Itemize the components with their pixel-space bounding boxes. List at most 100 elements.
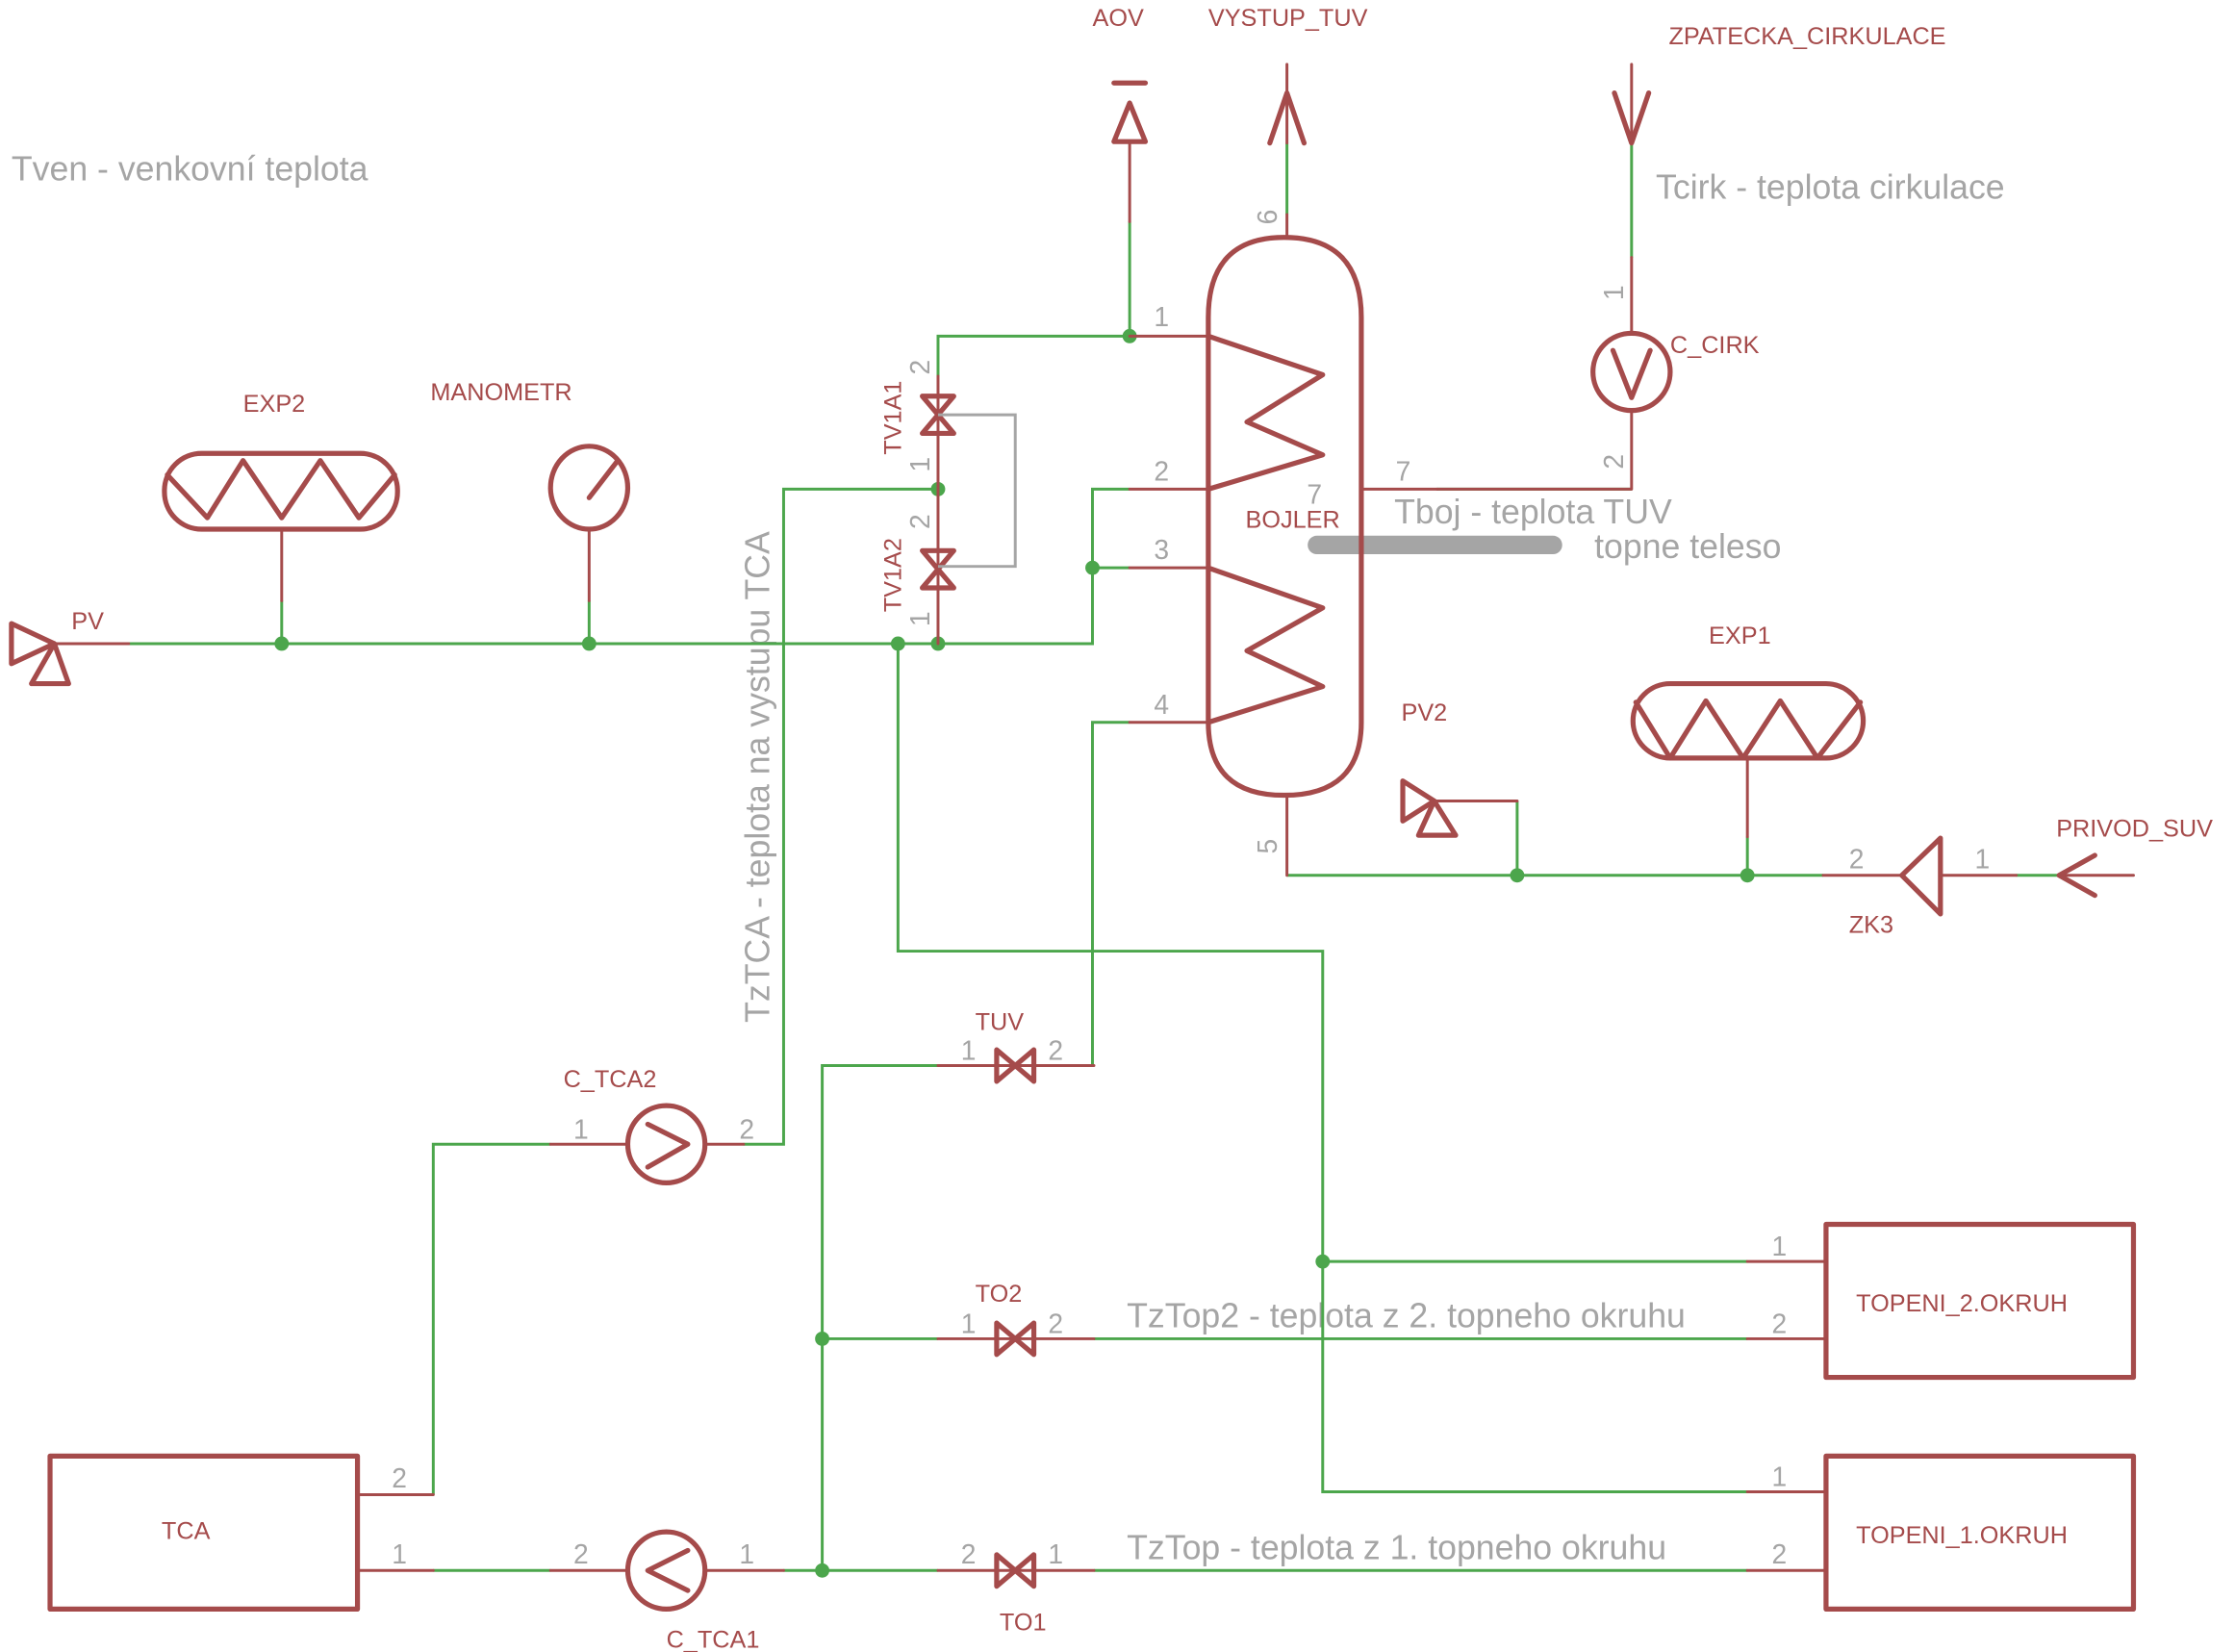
safety-valve-icon [9,621,58,667]
annotation-tztop2: TzTop2 - teplota z 2. topneho okruhu [1127,1297,1686,1335]
pin-stub [1435,409,1634,491]
pv2-safety-valve[interactable]: PV2 [1400,699,1519,838]
manometer[interactable]: MANOMETR [430,379,631,602]
label-pv2: PV2 [1402,699,1448,726]
coil-upper-icon [1206,333,1326,493]
wires [128,142,2060,1572]
arrow-left-icon [2056,852,2097,899]
valve-tv1a[interactable]: 2 1 2 1 TV1A1 TV1A2 [879,360,1017,646]
wire-return-main [896,643,1748,1493]
heating-circuit-box [1823,1221,2137,1381]
junction-dot [1315,1254,1331,1269]
junction-dot [815,1563,830,1578]
label-zk3: ZK3 [1849,911,1893,938]
pin-number: 2 [739,1113,754,1144]
pin-number: 2 [1849,843,1865,874]
junction-dot [890,636,905,651]
pin-number: 7 [1307,478,1322,509]
junction-dot [1510,868,1525,883]
pin-number: 2 [1048,1035,1063,1066]
annotation-topne-teleso: topne teleso [1594,527,1781,566]
arrow-down-icon [1612,90,1652,146]
pin-number: 1 [1975,843,1991,874]
junction-dot [1085,560,1100,575]
label-pv: PV [71,608,104,635]
junction-dot [274,636,290,651]
pump-c-tca1[interactable]: 2 1 C_TCA1 [548,1529,785,1652]
wire-tca-pin2 [431,1142,551,1495]
valve-to2[interactable]: 1 2 TO2 [936,1281,1096,1358]
pin-number: 1 [573,1113,589,1144]
label-tv1a1: TV1A1 [879,381,906,455]
safety-valve-icon [1400,778,1437,824]
label-exp1: EXP1 [1709,623,1771,649]
valve-tuv[interactable]: 1 2 TUV [936,1008,1096,1084]
wire-pin4 [1057,721,1130,1067]
label-c-cirk: C_CIRK [1670,332,1760,359]
label-topeni2: TOPENI_2.OKRUH [1856,1290,2068,1317]
valve-icon [1012,1552,1037,1589]
junction-dot [815,1332,830,1346]
safety-valve-icon [1415,798,1459,838]
junction-dot [1740,868,1755,883]
coil-lower-icon [1206,565,1326,725]
pump-c-tca2[interactable]: 1 2 C_TCA2 [548,1066,754,1186]
pin-number: 2 [1598,454,1629,470]
pin-number: 1 [1154,301,1169,332]
zigzag-icon [1633,698,1864,761]
label-vystup-tuv: VYSTUP_TUV [1208,5,1368,32]
label-tca: TCA [162,1518,211,1545]
pin-number: 2 [904,514,935,529]
valve-icon [1012,1320,1037,1358]
heating-circuit-1[interactable]: 1 2 TOPENI_1.OKRUH [1745,1453,2137,1613]
junctions [274,328,1755,1578]
zigzag-icon [165,458,397,521]
pin-number: 1 [1598,285,1629,300]
label-c-tca1: C_TCA1 [667,1627,760,1652]
annotation-tztca: TzTCA - teplota na vystupu TCA [739,531,777,1023]
pump-c-cirk[interactable]: 1 2 C_CIRK [1435,256,1760,491]
valve-icon [920,412,956,437]
boiler-bojler[interactable]: 1 2 3 4 7 7 5 BOJLER [1128,235,1439,877]
annotation-tztop: TzTop - teplota z 1. topneho okruhu [1127,1528,1666,1566]
label-manometr: MANOMETR [430,379,571,406]
pin-number: 1 [904,611,935,626]
pin-number: 2 [392,1462,407,1493]
valve-icon [920,394,956,418]
pin-number: 1 [961,1035,977,1066]
pin-number: 1 [961,1308,977,1338]
expansion-vessel-exp1[interactable]: EXP1 [1630,623,1867,839]
pin-number: 2 [1771,1538,1787,1569]
air-vent-aov[interactable]: AOV [1092,5,1149,223]
heat-source-tca[interactable]: 2 1 TCA [47,1453,435,1613]
valve-linkage [937,413,1017,569]
port-privod-suv[interactable]: PRIVOD_SUV [2056,816,2213,899]
pin-number: 7 [1396,455,1411,486]
boiler-tank-icon [1206,235,1364,799]
label-tuv: TUV [976,1008,1025,1035]
annotation-tboj: Tboj - teplota TUV [1394,493,1672,531]
pin-number: 6 [1252,210,1283,225]
port-vystup-tuv[interactable]: VYSTUP_TUV 6 [1208,5,1368,240]
label-aov: AOV [1092,5,1143,32]
pv-safety-valve[interactable]: PV [9,608,131,687]
heating-circuit-2[interactable]: 1 2 TOPENI_2.OKRUH [1745,1221,2137,1381]
label-to2: TO2 [976,1281,1023,1308]
expansion-vessel-exp2[interactable]: EXP2 [162,391,400,602]
pin-number: 1 [392,1538,407,1569]
valve-to1[interactable]: 2 1 TO1 [936,1538,1096,1637]
label-tv1a2: TV1A2 [879,538,906,612]
pin-number: 4 [1154,689,1169,720]
label-topeni1: TOPENI_1.OKRUH [1856,1522,2068,1549]
pin-number: 3 [1154,534,1169,565]
valve-icon [994,1320,1018,1358]
port-zpatecka-cirkulace[interactable]: ZPATECKA_CIRKULACE [1612,23,1946,146]
check-valve-zk3[interactable]: 2 1 ZK3 [1821,835,2019,938]
wire-tv1a-top [936,334,1130,376]
pump-direction-icon [1610,347,1653,400]
safety-valve-icon [29,641,71,687]
pin-number: 1 [904,457,935,472]
pin-number: 2 [961,1538,977,1569]
valve-icon [1012,1047,1037,1084]
